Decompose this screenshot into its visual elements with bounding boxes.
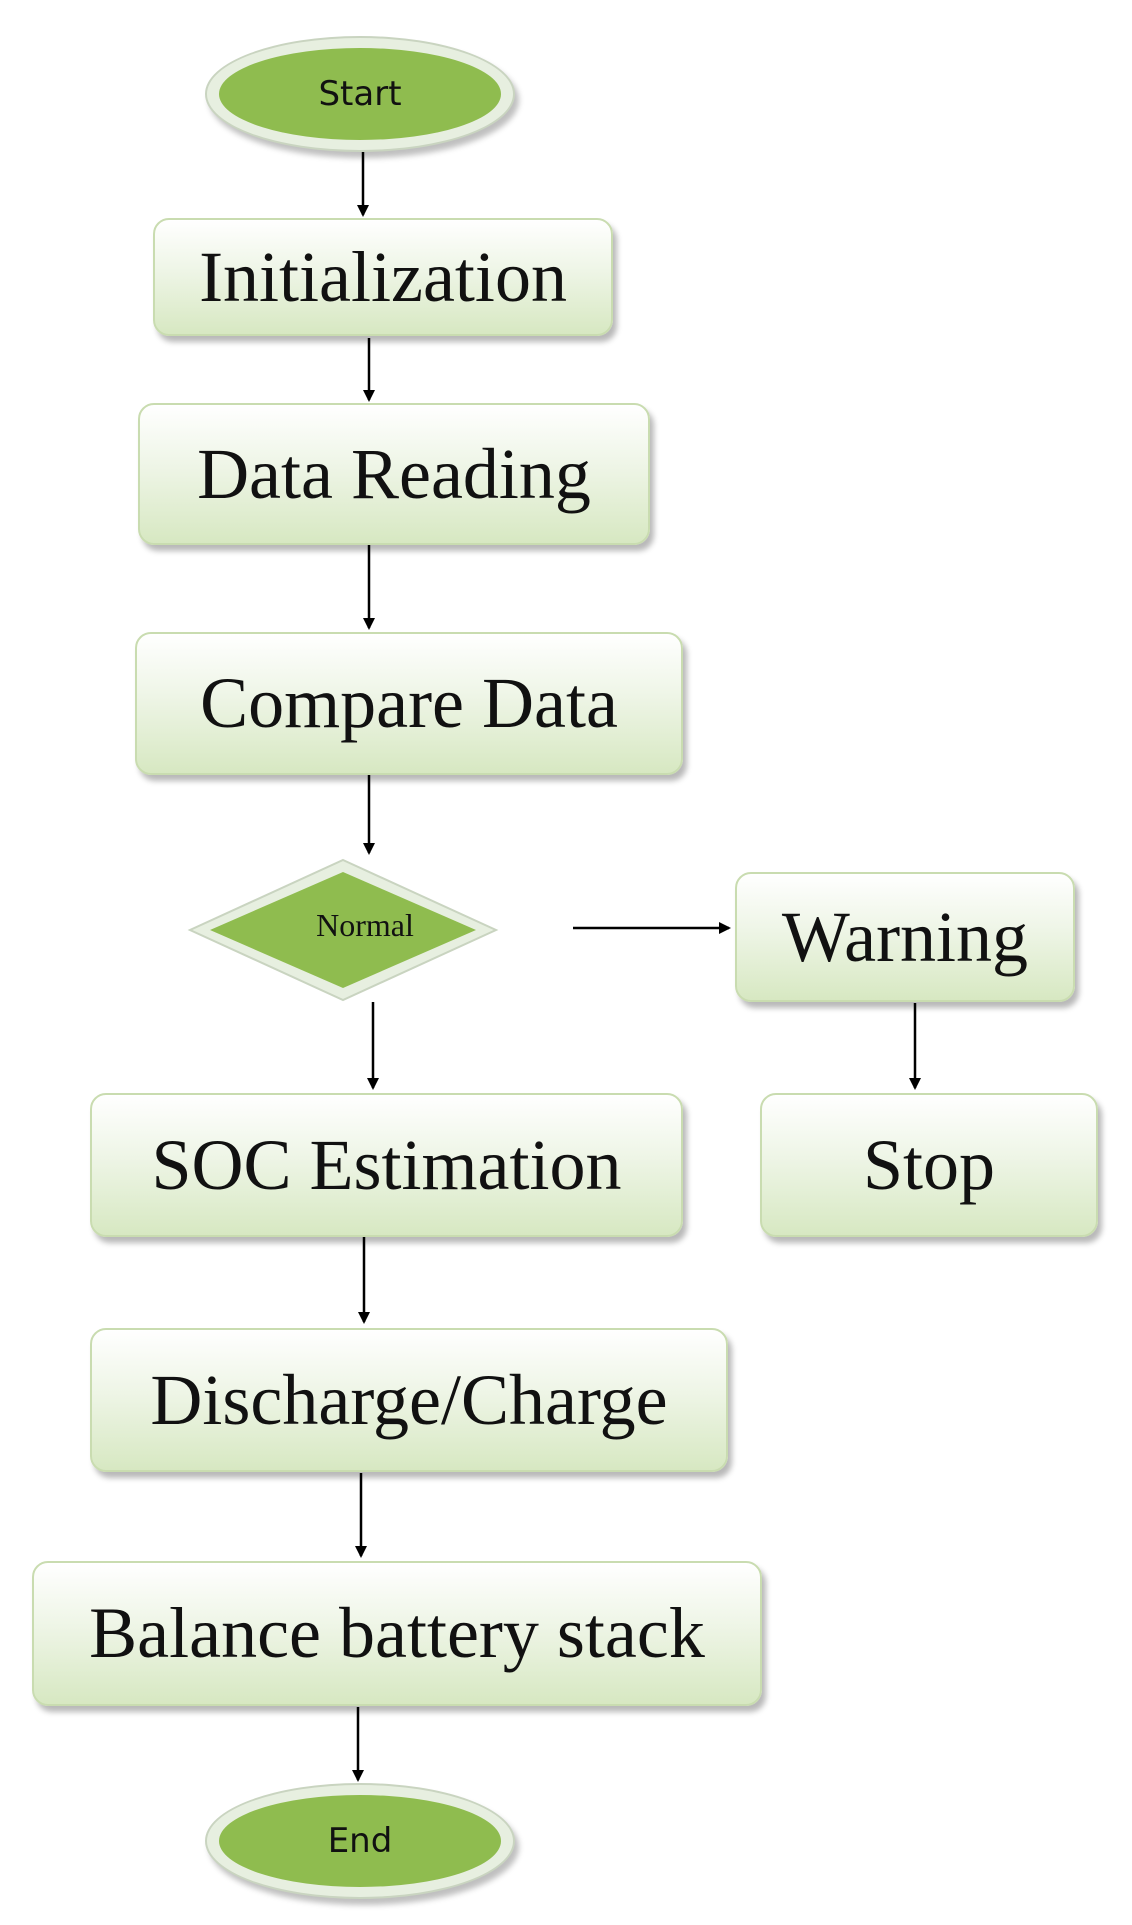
decision-diamond (187, 858, 499, 1002)
initialization-step: Initialization (153, 218, 613, 336)
start-label: Start (219, 48, 501, 140)
compare-data-step: Compare Data (135, 632, 683, 775)
decision-label: Normal (316, 906, 414, 943)
start-terminal: Start (205, 36, 515, 152)
end-terminal: End (205, 1783, 515, 1899)
soc-estimation-step: SOC Estimation (90, 1093, 683, 1237)
balance-battery-stack-step: Balance battery stack (32, 1561, 762, 1706)
stop-step: Stop (760, 1093, 1098, 1237)
end-label: End (219, 1795, 501, 1887)
data-reading-step: Data Reading (138, 403, 650, 545)
discharge-charge-step: Discharge/Charge (90, 1328, 728, 1472)
warning-step: Warning (735, 872, 1075, 1002)
